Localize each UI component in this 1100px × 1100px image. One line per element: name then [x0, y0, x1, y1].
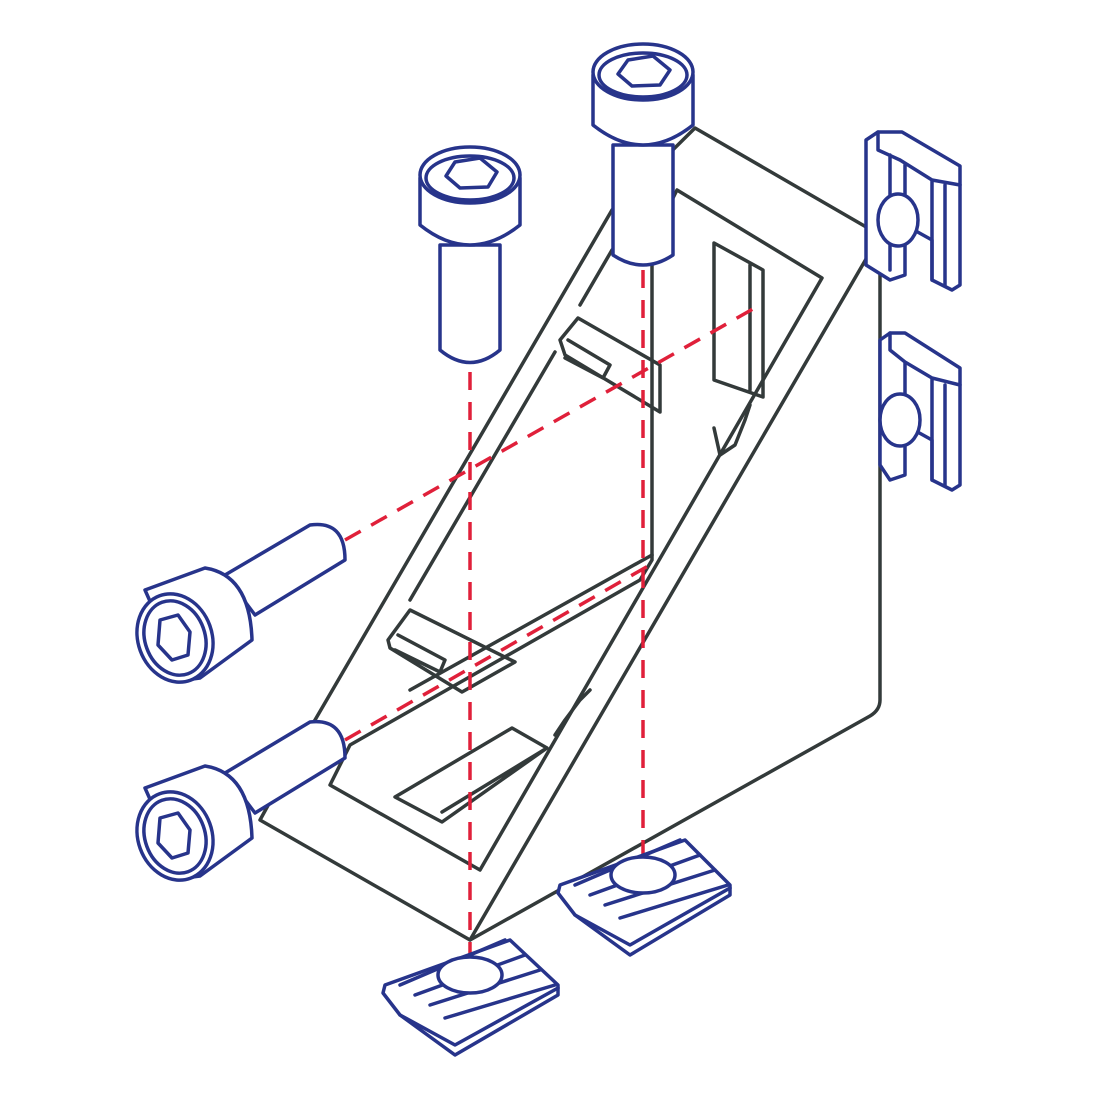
socket-head-bolt-horizontal-lower [135, 719, 347, 882]
bracket-notch-upper [558, 316, 662, 414]
bracket-ribs [553, 403, 752, 737]
hex-socket-icon [156, 613, 192, 662]
t-nut-bottom-left [381, 938, 560, 1057]
bracket-slot-lower [393, 726, 549, 824]
socket-head-bolt-horizontal-upper [135, 522, 347, 684]
t-nut-bottom-right [556, 838, 732, 957]
bracket-hypotenuse-edge [468, 233, 882, 942]
t-nut-right-upper [864, 130, 962, 292]
bracket-slot-upper [712, 241, 765, 399]
bracket-notch-lower [386, 608, 517, 694]
t-nut-right-lower [878, 331, 962, 492]
hex-socket-icon [616, 54, 672, 88]
socket-head-bolt-vertical-left [418, 145, 522, 365]
hex-socket-icon [156, 811, 192, 860]
hex-socket-icon [444, 156, 499, 190]
bracket-inner-face [408, 248, 654, 692]
socket-head-bolt-vertical-right [591, 42, 695, 267]
